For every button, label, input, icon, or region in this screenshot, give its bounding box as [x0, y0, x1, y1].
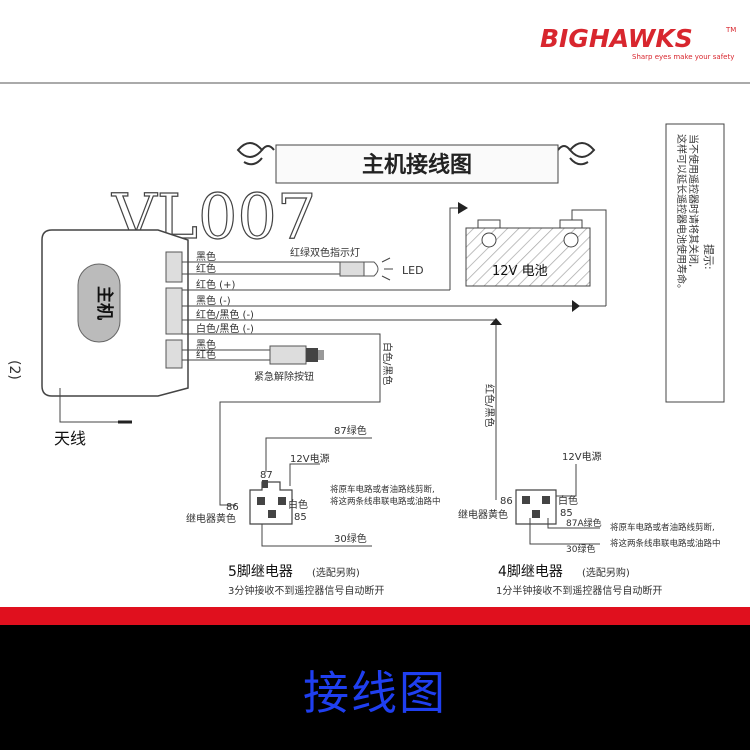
relay-title: 4脚继电器 [498, 564, 563, 580]
wire-label: 红色 (+) [196, 278, 235, 291]
relay-note: 将原车电路或者油路线剪断, [330, 484, 435, 495]
footer-title: 接线图 [303, 666, 447, 720]
relay5-wire-label: 白色/黑色 [381, 342, 394, 385]
white-wire-label: 白色 [288, 498, 308, 511]
led-text: LED [402, 264, 424, 277]
unit-label: 主机 [94, 286, 115, 320]
page-title: 主机接线图 [362, 152, 472, 178]
title-banner: 主机接线图 [236, 142, 596, 184]
footer-bar: 接线图 [0, 607, 750, 750]
battery-label: 12V 电池 [492, 264, 548, 279]
brand-tm: TM [725, 26, 736, 34]
led-label: 红绿双色指示灯 [290, 246, 360, 259]
unit-badge [77, 263, 121, 343]
pin-label: 87 [260, 470, 273, 481]
relay-description: 1分半钟接收不到遥控器信号自动断开 [496, 584, 662, 597]
main-unit: 主机 [41, 229, 189, 397]
relay-subtitle: (选配另购) [312, 566, 360, 579]
antenna-label: 天线 [54, 429, 86, 448]
led-indicator: 红绿双色指示灯 LED [290, 246, 424, 281]
wire-label: 黑色 [196, 338, 216, 351]
relay-4pin: 红色/黑色 12V电源 86 白色 85 继电器黄色 87A绿色 30绿色 将原… [458, 384, 721, 597]
relay-note: 将这两条线串联电路或油路中 [610, 538, 721, 549]
relay4-wire-label: 红色/黑色 [483, 384, 496, 427]
relay-description: 3分钟接收不到遥控器信号自动断开 [228, 584, 384, 597]
wires [59, 207, 607, 506]
relay-subtitle: (选配另购) [582, 566, 630, 579]
pin-wire-label: 30绿色 [566, 543, 595, 555]
wiring-diagram: BIGHAWKS TM Sharp eyes make your safety … [0, 24, 750, 597]
relay-title: 5脚继电器 [228, 564, 293, 580]
yellow-wire-label: 继电器黄色 [458, 508, 508, 521]
wire-label: 红色/黑色 (-) [196, 308, 254, 321]
white-wire-label: 白色 [558, 494, 578, 507]
yellow-wire-label: 继电器黄色 [186, 512, 236, 525]
tip-line: 这样可以延长遥控器电池使用寿命。 [675, 134, 688, 294]
red-stripe [0, 607, 750, 625]
battery: 12V 电池 [465, 219, 591, 287]
wire-label: 白色/黑色 (-) [196, 322, 254, 335]
pin-label: 86 [500, 496, 513, 507]
power-label: 12V电源 [290, 452, 330, 465]
emergency-button: 紧急解除按钮 [254, 345, 324, 383]
power-label: 12V电源 [562, 450, 602, 463]
wire-label: 红色 [196, 262, 216, 275]
brand-slogan: Sharp eyes make your safety [632, 53, 734, 61]
pin-wire-label: 30绿色 [334, 532, 367, 545]
relay-note: 将这两条线串联电路或油路中 [330, 496, 441, 507]
brand-logo: BIGHAWKS [540, 24, 693, 53]
wire-label: 黑色 (-) [196, 294, 231, 307]
button-label: 紧急解除按钮 [254, 370, 314, 383]
pin-label: 85 [294, 512, 307, 523]
wire-label: 红色 [196, 348, 216, 361]
tip-line: 当不使用遥控器时请将其关闭, [687, 134, 700, 267]
relay-note: 将原车电路或者油路线剪断, [610, 522, 715, 533]
side-label: (2) [6, 360, 22, 380]
relay-5pin: 白色/黑色 87绿色 12V电源 87 86 白色 85 继电器黄色 30绿色 … [186, 342, 441, 597]
tip-heading: 提示: [702, 244, 715, 270]
tip-box: 提示: 当不使用遥控器时请将其关闭, 这样可以延长遥控器电池使用寿命。 [665, 123, 725, 403]
pin-label: 86 [226, 502, 239, 513]
wire-label: 黑色 [196, 250, 216, 263]
pin-label: 85 [560, 508, 573, 519]
pin-wire-label: 87绿色 [334, 424, 367, 437]
pin-wire-label: 87A绿色 [566, 517, 602, 529]
